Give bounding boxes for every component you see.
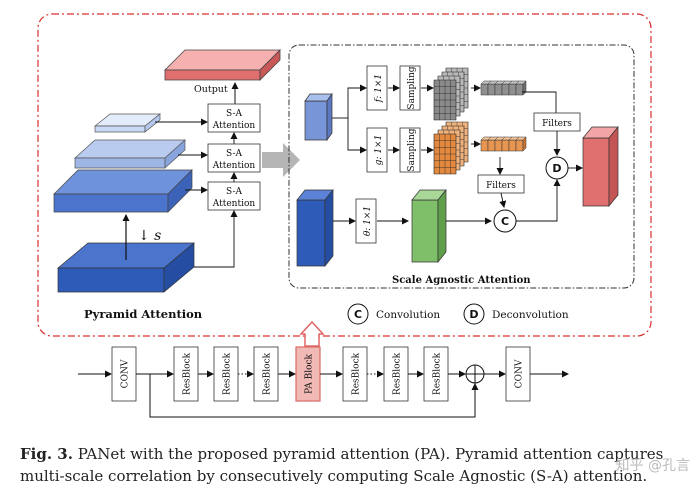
watermark: 知乎 @孔言 [615,458,690,474]
sa-attention-box-middle: S-A Attention [207,143,261,173]
pa-block-expand-arrow [299,320,325,347]
network-pipeline: CONV ResBlock ResBlock ResBlock PA Block ResB… [78,346,569,418]
block-label: ResBlock [352,352,362,395]
block-label: ResBlock [393,352,403,395]
block-label: ResBlock [263,352,273,395]
block-label: CONV [121,359,131,388]
caption-text: PANet with the proposed pyramid attentio… [20,445,664,485]
legend-conv-symbol: C [354,308,362,321]
legend-convolution: C Convolution [347,303,440,325]
conv-symbol: C [501,215,509,228]
conv-to-deconv [516,179,561,222]
deconv-symbol: D [552,162,561,175]
scale-factor-label: ↓ s [138,228,161,244]
pyramid-level-3 [74,139,186,169]
sa-attention-label: Attention [212,161,256,171]
block-label: ResBlock [223,352,233,395]
f-branch [347,84,367,118]
pyramid-attention-frame [37,13,652,337]
pyramid-level-2 [53,169,193,213]
filters-box-bottom: Filters [477,174,525,194]
resblock: ResBlock [253,346,279,402]
legend-deconv-symbol: D [469,308,478,321]
block-label: ResBlock [183,352,193,395]
block-label: PA Block [305,353,315,394]
filters-to-conv [499,192,507,208]
resblock: ResBlock [342,346,368,402]
convolution-op: C [493,209,517,233]
block-label: CONV [515,359,525,388]
output-label: Output [194,84,228,95]
theta-conv-label: θ: 1×1 [363,206,373,236]
sa-attention-label: Attention [212,199,256,209]
gray-patch-stack [433,67,469,121]
expand-arrow [262,143,300,177]
sampling-label: Sampling [407,128,417,171]
sa-attention-box-top: S-A Attention [207,103,261,133]
gray-filter-connector [522,91,557,114]
resblock: ResBlock [173,346,199,402]
theta-conv-box: θ: 1×1 [355,198,377,244]
deconvolution-op: D [545,156,569,180]
pyramid-level-4 [94,113,161,133]
pa-block: PA Block [295,346,321,402]
orange-patch-stack [433,121,469,175]
g-conv-box: g: 1×1 [366,127,388,173]
conv-block: CONV [111,346,137,402]
conv-block: CONV [505,346,531,402]
pyramid-level-1 [57,242,195,293]
pyramid-attention-title: Pyramid Attention [84,307,203,321]
legend-deconvolution: D Deconvolution [463,303,569,325]
sa-attention-label: Attention [212,121,256,131]
gray-filter-bar [480,80,527,96]
scale-agnostic-attention-title: Scale Agnostic Attention [392,275,531,286]
theta-feature-map [411,189,447,263]
g-branch [347,118,367,154]
figure-label: Fig. 3. [20,445,73,463]
sampling-box-f: Sampling [399,65,421,111]
f-conv-label: f: 1×1 [374,74,384,103]
key-input-feature [296,189,334,267]
orange-filter-bar [480,136,527,152]
scale-agnostic-attention-frame [288,44,635,289]
f-conv-box: f: 1×1 [366,65,388,111]
sa-attention-label: S-A [226,109,243,119]
sa-attention-label: S-A [226,149,243,159]
residual-sum-op [465,364,485,384]
output-feature-map [164,49,281,81]
sampling-box-g: Sampling [399,127,421,173]
resblock: ResBlock [423,346,449,402]
resblock: ResBlock [213,346,239,402]
filters-label: Filters [486,181,516,191]
block-label: ResBlock [433,352,443,395]
legend-conv-label: Convolution [376,309,440,321]
g-conv-label: g: 1×1 [374,135,384,166]
filters-label: Filters [542,119,572,129]
query-input-feature [304,92,333,142]
filters-box-top: Filters [533,112,581,132]
sa-output-feature [582,126,619,207]
sa-attention-box-bottom: S-A Attention [207,181,261,211]
figure-caption: Fig. 3. PANet with the proposed pyramid … [20,443,680,487]
level1-arrow [194,210,238,268]
sampling-label: Sampling [407,66,417,109]
legend-deconv-label: Deconvolution [492,309,569,321]
sa-attention-label: S-A [226,187,243,197]
resblock: ResBlock [383,346,409,402]
skip-connection [149,374,479,418]
